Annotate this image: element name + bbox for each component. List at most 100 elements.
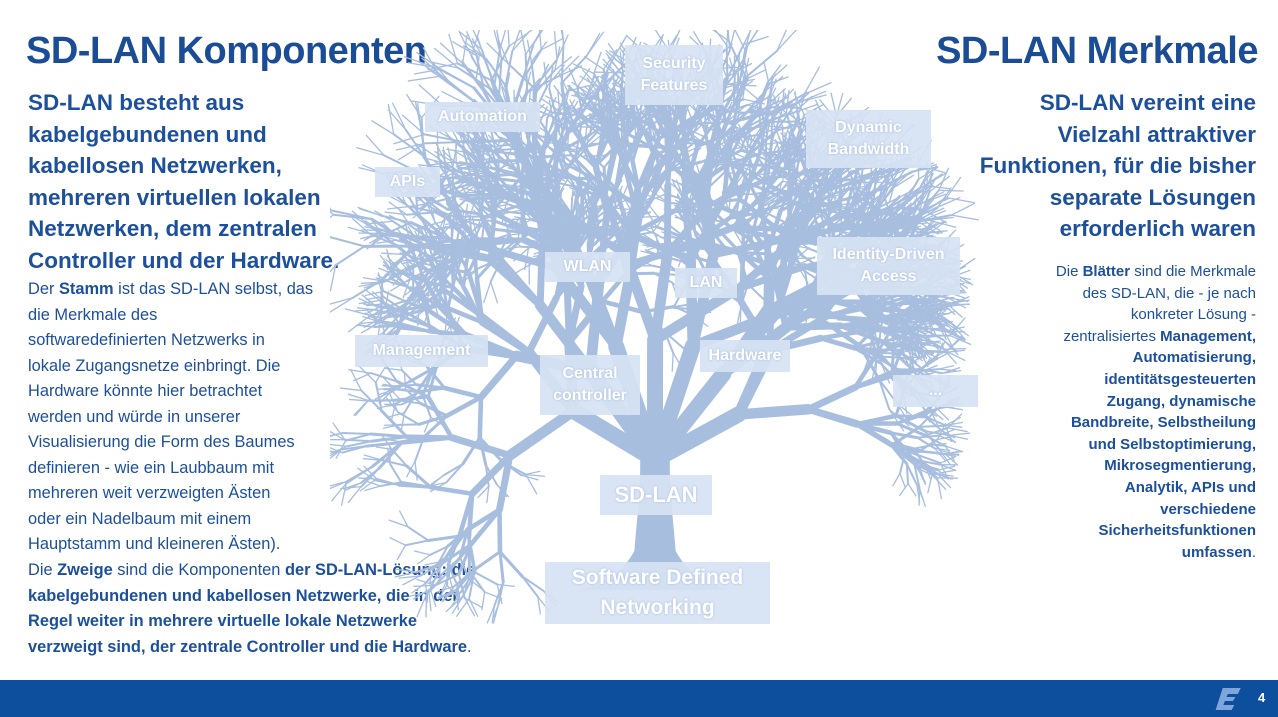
tree-branch bbox=[719, 97, 744, 116]
bold-text: der SD-LAN-Lösung: die bbox=[284, 561, 476, 579]
tree-branch bbox=[369, 305, 406, 317]
tree-branch bbox=[804, 405, 861, 427]
tree-branch bbox=[404, 434, 454, 440]
tree-branch bbox=[470, 55, 492, 91]
tree-branch bbox=[505, 72, 511, 95]
tree-branch bbox=[576, 195, 581, 220]
tree-branch bbox=[733, 404, 814, 420]
tree-branch bbox=[433, 221, 444, 249]
tree-branch bbox=[757, 138, 770, 159]
tree-branch bbox=[679, 212, 692, 227]
tree-branch bbox=[924, 426, 949, 437]
tree-branch bbox=[935, 348, 951, 357]
tree-branch bbox=[678, 210, 689, 228]
tree-branch bbox=[340, 482, 347, 506]
tree-branch bbox=[574, 93, 592, 110]
tree-branch bbox=[362, 315, 380, 323]
tree-branch bbox=[554, 46, 561, 71]
tree-branch bbox=[885, 168, 892, 190]
tree-branch bbox=[414, 460, 418, 481]
tree-branch bbox=[331, 482, 347, 502]
text-line: Mikrosegmentierung, bbox=[1056, 455, 1256, 477]
tree-branch bbox=[921, 450, 946, 455]
tree-branch bbox=[918, 424, 946, 428]
tree-branch bbox=[878, 378, 891, 411]
tree-branch bbox=[714, 129, 725, 164]
tree-branch bbox=[918, 325, 945, 341]
tree-branch bbox=[441, 149, 457, 164]
tree-branch bbox=[480, 48, 496, 88]
text: die Merkmale des bbox=[28, 305, 158, 324]
tree-branch bbox=[868, 201, 873, 223]
tree-branch bbox=[867, 326, 878, 357]
tree-branch bbox=[475, 168, 504, 181]
tree-branch bbox=[918, 340, 933, 350]
tree-branch bbox=[571, 182, 580, 199]
tree-branch bbox=[484, 143, 503, 151]
tree-branch bbox=[501, 460, 523, 477]
tree-branch bbox=[656, 254, 678, 272]
tree-branch bbox=[718, 101, 733, 127]
tree-branch bbox=[340, 387, 363, 392]
tree-branch bbox=[772, 251, 798, 318]
tree-branch bbox=[838, 219, 851, 237]
tree-branch bbox=[414, 276, 432, 297]
tree-branch bbox=[394, 571, 418, 578]
tree-branch bbox=[416, 213, 448, 240]
tree-branch bbox=[449, 206, 467, 222]
tree-branch bbox=[537, 595, 541, 615]
tree-branch bbox=[821, 201, 841, 225]
tree-branch bbox=[892, 472, 901, 487]
tree-branch bbox=[461, 138, 514, 144]
tree-branch bbox=[751, 189, 780, 196]
tree-branch bbox=[398, 575, 421, 579]
tree-branch bbox=[347, 393, 370, 402]
text-line: Bandbreite, Selbstheilung bbox=[1056, 412, 1256, 434]
tree-branch bbox=[923, 430, 951, 437]
tree-branch bbox=[878, 220, 896, 228]
tree-branch bbox=[389, 393, 399, 413]
tree-branch bbox=[801, 94, 827, 102]
tree-branch bbox=[403, 392, 418, 414]
tree-branch bbox=[359, 479, 376, 492]
bold-text: Sicherheitsfunktionen bbox=[1098, 522, 1256, 540]
tree-branch bbox=[617, 133, 620, 151]
text-line: die Merkmale des bbox=[28, 303, 313, 329]
tree-branch bbox=[870, 169, 889, 185]
tree-branch bbox=[567, 88, 596, 99]
tree-branch bbox=[524, 179, 535, 202]
tree-branch bbox=[851, 201, 858, 230]
tree-branch bbox=[498, 550, 505, 584]
tree-branch bbox=[536, 64, 549, 89]
tree-branch bbox=[422, 304, 433, 326]
tree-branch bbox=[486, 604, 496, 624]
tree-branch bbox=[414, 286, 431, 303]
text-line: kabellosen Netzwerken, bbox=[28, 153, 282, 179]
tree-branch bbox=[490, 45, 511, 82]
tree-branch bbox=[486, 158, 528, 164]
tree-branch bbox=[867, 309, 878, 330]
tree-branch bbox=[625, 143, 665, 149]
tree-branch bbox=[769, 88, 786, 103]
tree-branch bbox=[523, 208, 552, 224]
tree-branch bbox=[905, 317, 921, 328]
tree-branch bbox=[446, 238, 475, 270]
text-line: Visualisierung die Form des Baumes bbox=[28, 430, 313, 456]
tree-branch bbox=[675, 236, 696, 251]
tree-branch bbox=[792, 92, 810, 108]
tree-branch bbox=[330, 480, 348, 490]
tree-branch bbox=[871, 329, 891, 333]
tree-branch bbox=[527, 130, 555, 142]
bold-text: und Selbstoptimierung, bbox=[1088, 435, 1257, 453]
tree-branch bbox=[701, 107, 717, 131]
tree-branch bbox=[939, 462, 949, 480]
tree-branch bbox=[525, 226, 552, 233]
tree-branch bbox=[358, 299, 381, 305]
tree-branch bbox=[701, 141, 732, 159]
tree-branch bbox=[428, 571, 445, 585]
branch-hardware: Hardware bbox=[700, 340, 790, 372]
tree-branch bbox=[878, 183, 893, 197]
tree-branch bbox=[441, 90, 465, 104]
tree-branch bbox=[739, 183, 752, 218]
